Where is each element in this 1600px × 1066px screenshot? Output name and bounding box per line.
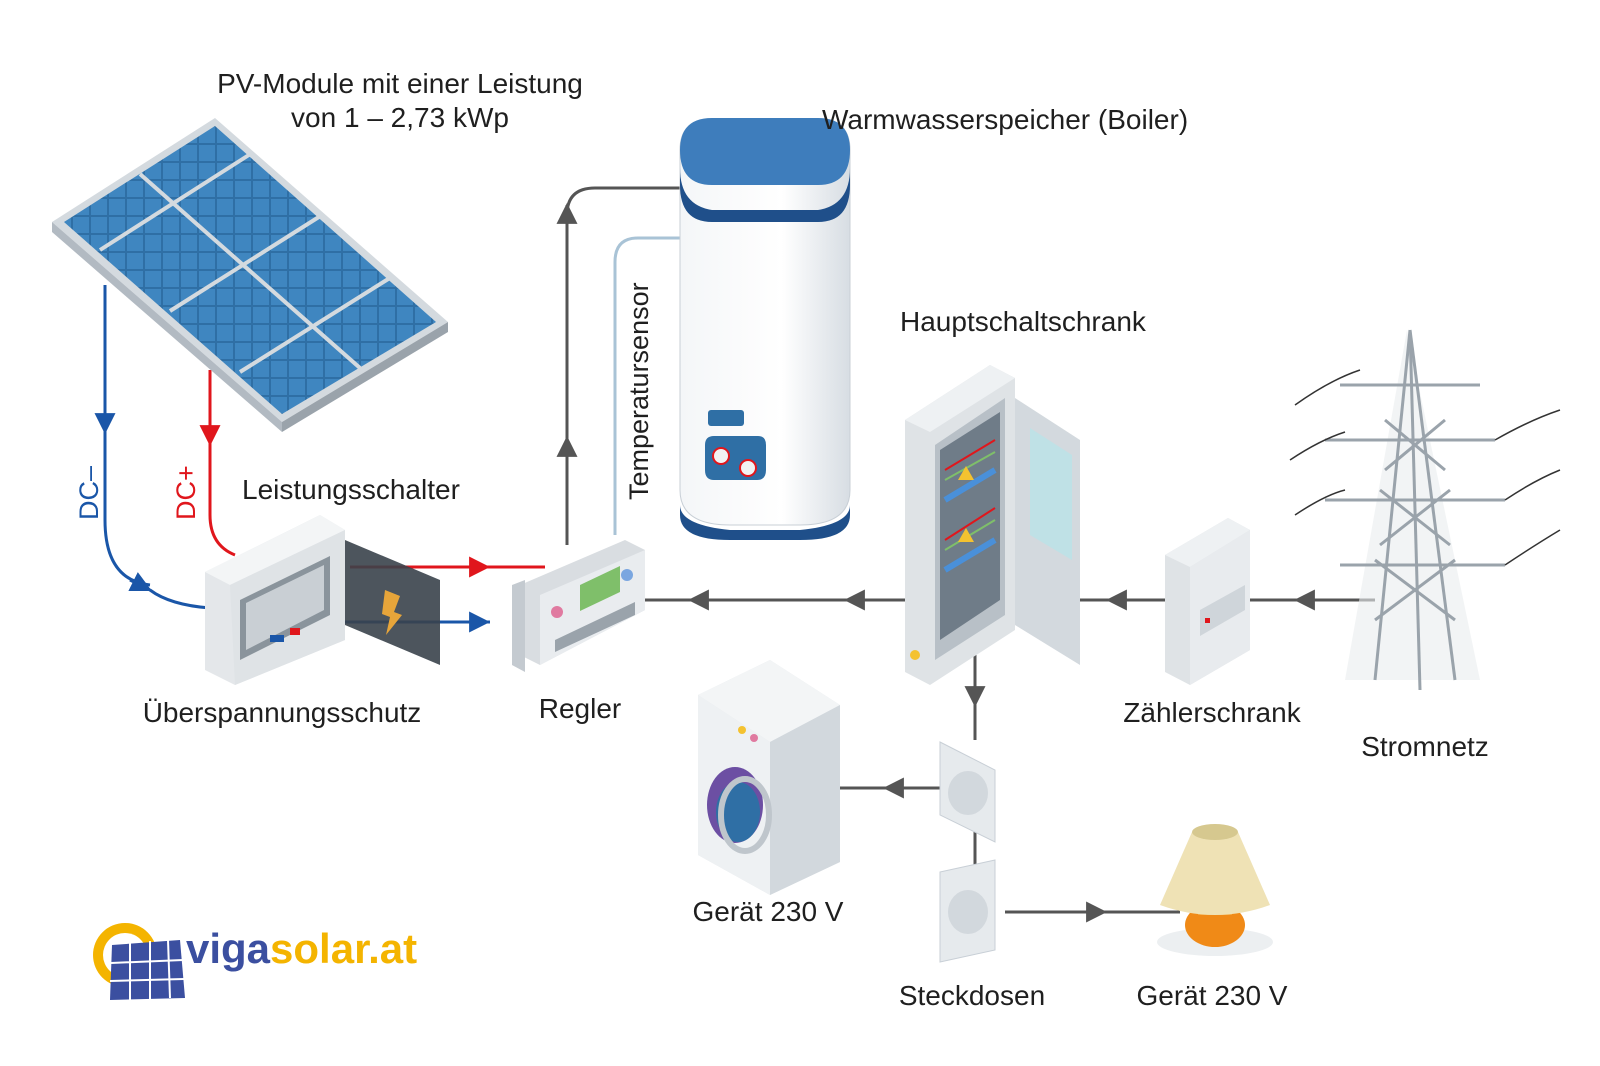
brand-name: vigasolar.at (186, 925, 417, 973)
brand-name-part2: solar.at (270, 925, 418, 972)
pv-panel (52, 118, 448, 432)
sockets-label: Steckdosen (898, 980, 1046, 1011)
main-distribution-cabinet (905, 365, 1080, 685)
sockets-flow-line (840, 650, 1180, 923)
power-pylon (1289, 329, 1561, 691)
socket-lower (939, 859, 996, 963)
breaker-label: Leistungsschalter (242, 474, 460, 505)
grid-label: Stromnetz (1361, 731, 1489, 762)
brand-name-part1: viga (186, 925, 271, 972)
boiler-label: Warmwasserspeicher (Boiler) (822, 104, 1189, 135)
dc-plus-label: DC+ (171, 465, 201, 520)
washing-machine (698, 660, 840, 895)
brand-logo-icon (93, 923, 185, 1000)
main-cabinet-label: Hauptschaltschrank (900, 306, 1146, 337)
device-1-label: Gerät 230 V (692, 896, 844, 927)
controller-label: Regler (538, 693, 622, 724)
pv-modules-label-line1: PV-Module mit einer Leistung (217, 68, 583, 99)
table-lamp (1157, 824, 1273, 956)
surge-protector-box (205, 515, 440, 685)
brand-logo: vigasolar.at (86, 905, 446, 985)
dc-minus-label: DC– (74, 465, 104, 520)
device-2-label: Gerät 230 V (1136, 980, 1288, 1011)
pv-modules-label-line2: von 1 – 2,73 kWp (291, 102, 509, 133)
temperature-sensor-line (613, 236, 690, 535)
temperature-sensor-label: Temperatursensor (624, 282, 654, 500)
socket-upper (939, 741, 996, 843)
surge-protection-label: Überspannungsschutz (142, 697, 422, 728)
controller-to-boiler-line (556, 186, 690, 545)
meter-cabinet (1165, 518, 1250, 685)
charge-controller (512, 540, 645, 672)
meter-cabinet-label: Zählerschrank (1123, 697, 1301, 728)
hot-water-boiler (679, 118, 851, 540)
